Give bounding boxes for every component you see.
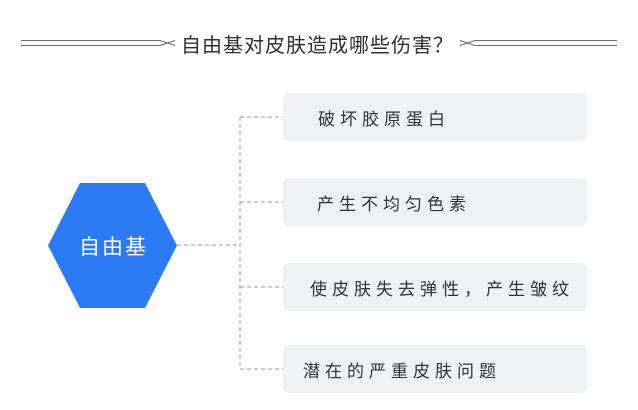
- damage-item-label: 使皮肤失去弹性，产生皱纹: [310, 279, 574, 300]
- damage-item-label: 破坏胶原蛋白: [318, 109, 450, 130]
- damage-item-label: 潜在的严重皮肤问题: [303, 361, 501, 382]
- page-title: 自由基对皮肤造成哪些伤害？: [181, 32, 454, 57]
- hexagon-shape: [48, 183, 177, 308]
- damage-item-box: 产生不均匀色素: [283, 178, 587, 226]
- root-node-hexagon: 自由基: [48, 183, 177, 308]
- header: 自由基对皮肤造成哪些伤害？: [18, 29, 620, 57]
- title-divider-right: [459, 40, 617, 46]
- damage-item-box: 使皮肤失去弹性，产生皱纹: [283, 263, 587, 311]
- root-node-label: 自由基: [79, 234, 148, 259]
- damage-item-box: 潜在的严重皮肤问题: [283, 345, 587, 393]
- title-divider-left: [21, 40, 176, 46]
- damage-item-box: 破坏胶原蛋白: [283, 93, 587, 141]
- damage-item-label: 产生不均匀色素: [317, 194, 471, 215]
